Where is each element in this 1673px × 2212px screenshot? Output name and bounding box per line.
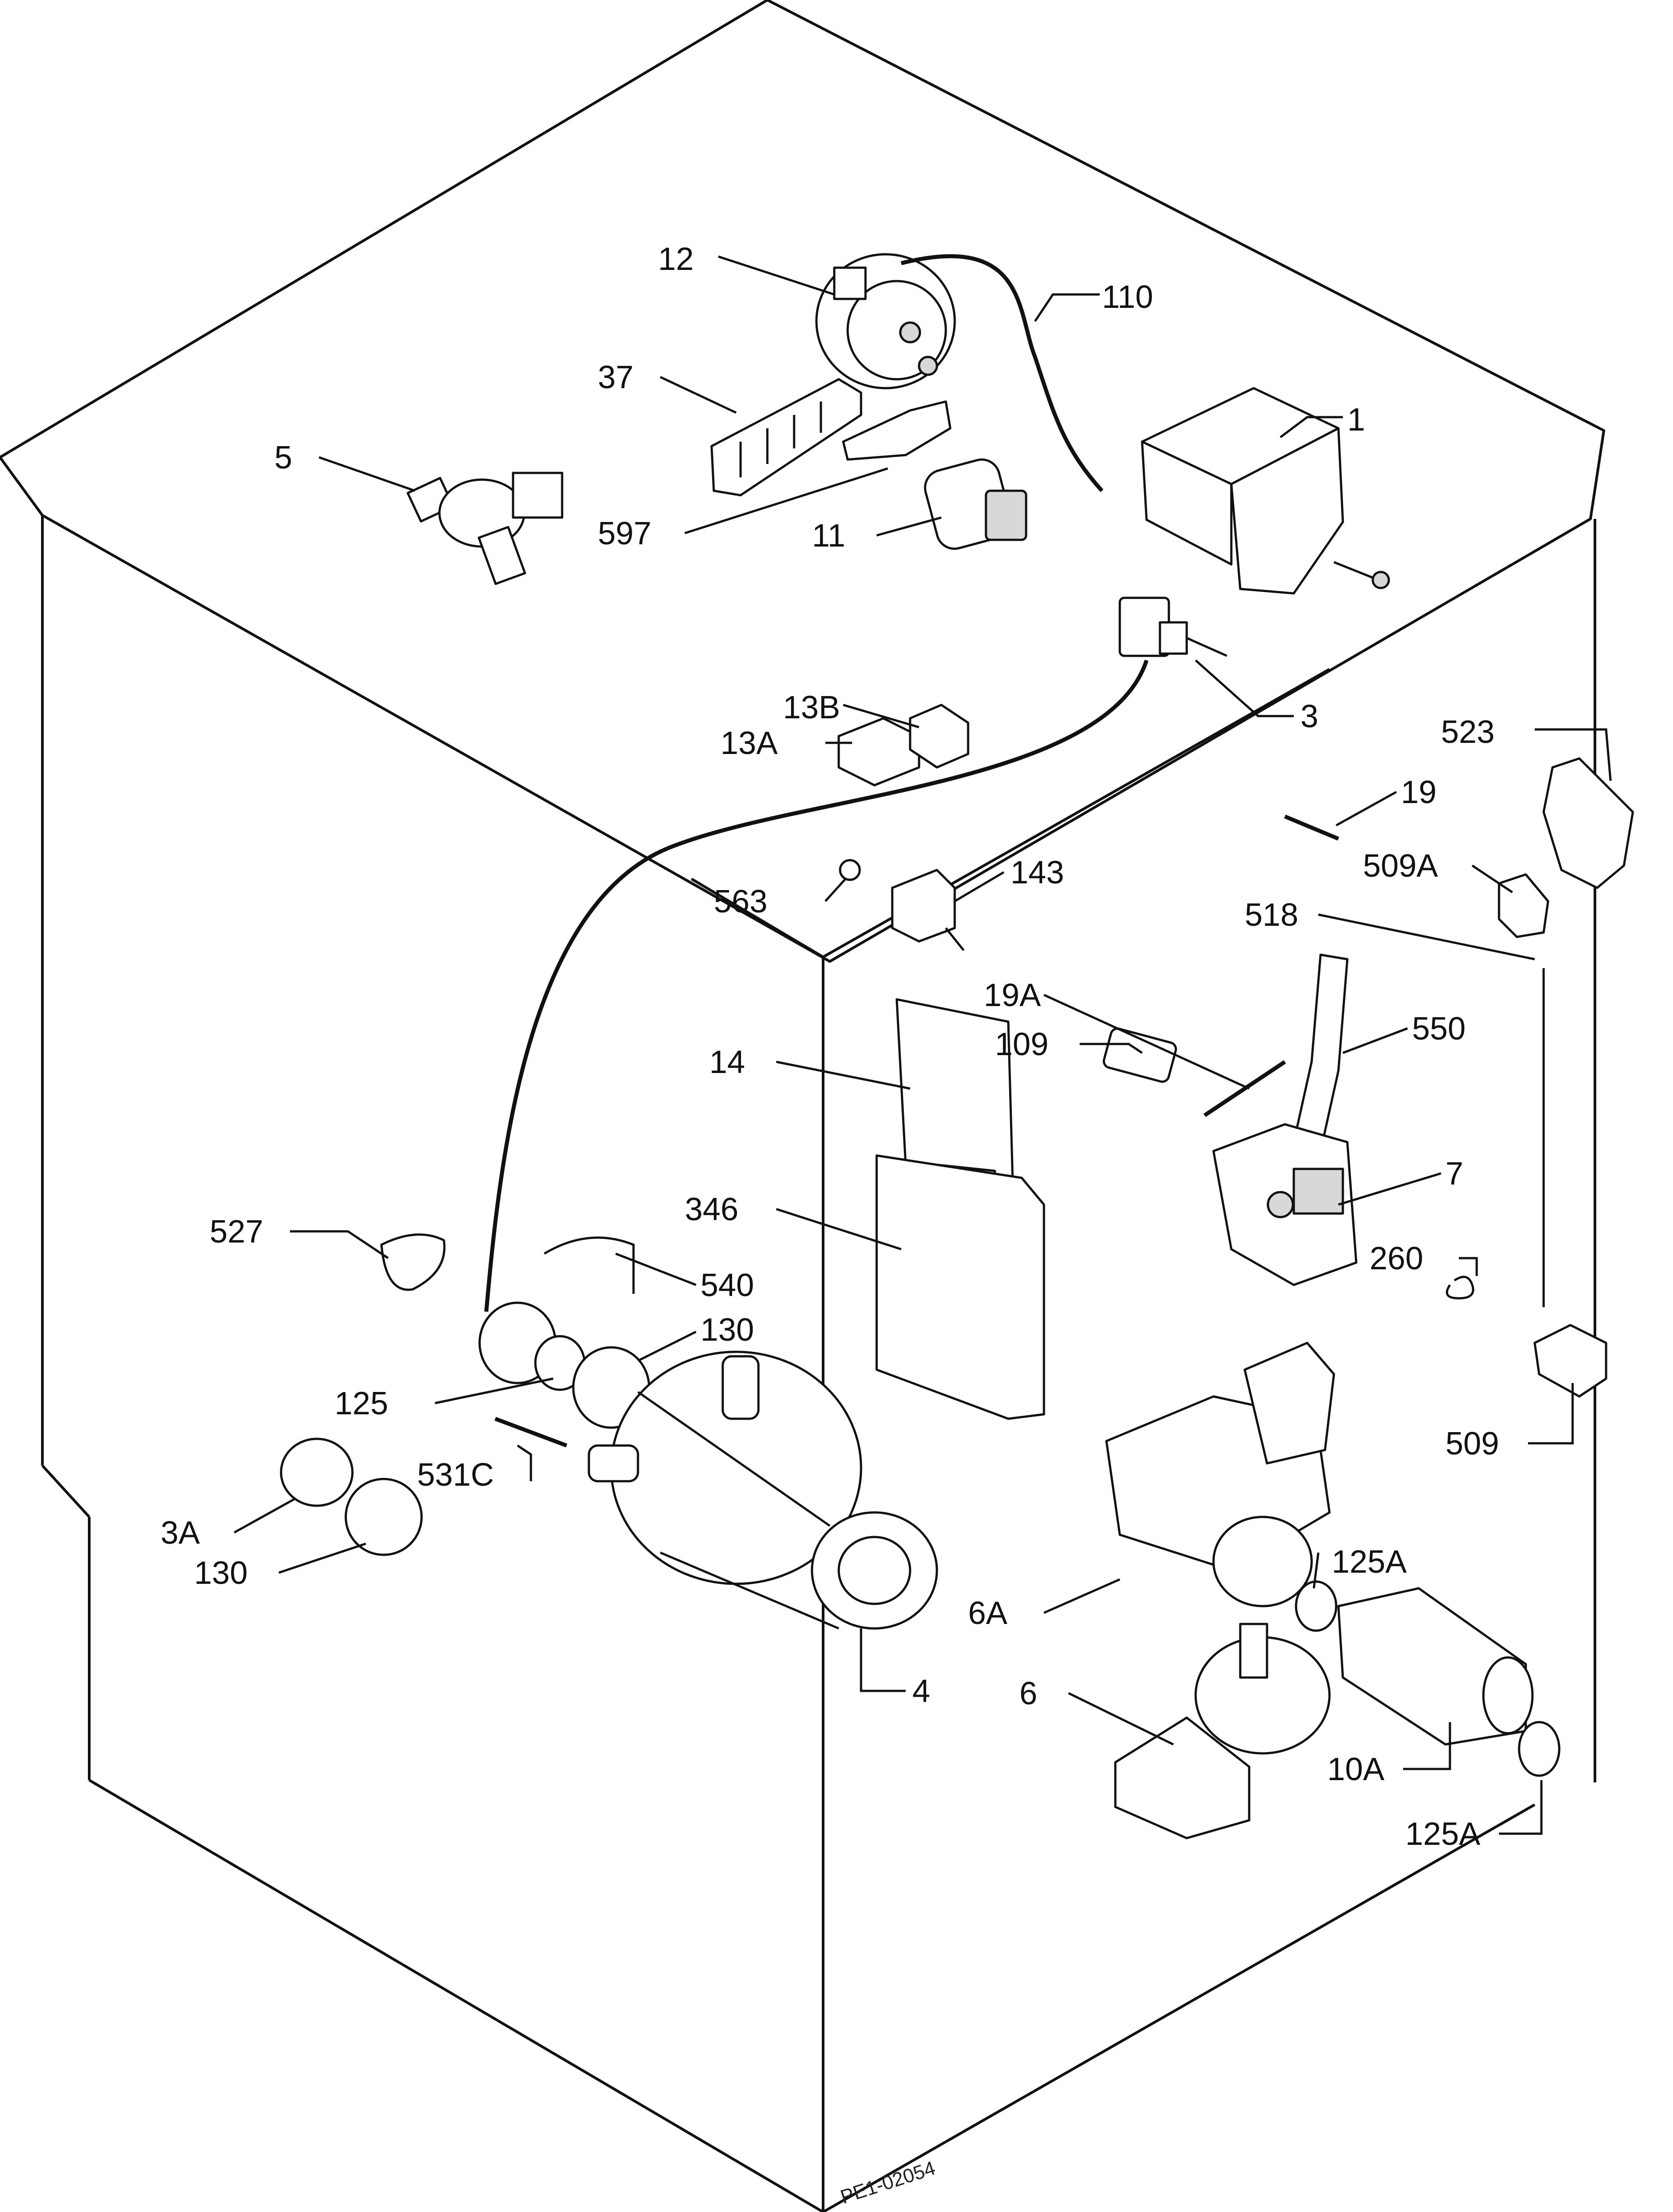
- label-19: 19: [1401, 775, 1437, 810]
- probe-19a: [1203, 1060, 1286, 1117]
- label-6a: 6A: [968, 1595, 1007, 1631]
- label-19a: 19A: [984, 978, 1041, 1013]
- label-143: 143: [1010, 855, 1064, 891]
- seal-125a-upper: [1295, 1580, 1338, 1632]
- valve-6: [1114, 1623, 1331, 1839]
- capacitor-11: [924, 458, 1027, 550]
- switch-143: [891, 869, 965, 951]
- door-lock-7: [1212, 1123, 1358, 1286]
- label-13a: 13A: [721, 725, 778, 761]
- bolt-531c: [494, 1417, 567, 1448]
- connector-13b: [909, 704, 969, 769]
- label-509: 509: [1445, 1426, 1499, 1462]
- lever-550: [1292, 953, 1349, 1152]
- label-518: 518: [1245, 897, 1298, 933]
- connector-13a: [837, 717, 920, 787]
- seal-125a-lower: [1518, 1721, 1561, 1777]
- seal-130-lower: [344, 1478, 423, 1556]
- label-7: 7: [1445, 1156, 1463, 1192]
- terminal-block-37: [710, 378, 862, 497]
- label-110: 110: [1102, 279, 1153, 315]
- hose-110: [900, 254, 1104, 493]
- clamp-540: [543, 1236, 635, 1294]
- label-11: 11: [812, 518, 845, 554]
- label-109: 109: [995, 1027, 1048, 1062]
- pump-6a: [1105, 1342, 1335, 1607]
- bracket-509a: [1498, 873, 1549, 938]
- label-1: 1: [1347, 402, 1365, 438]
- label-125a-upper: 125A: [1332, 1544, 1407, 1580]
- pressure-switch-12: [815, 253, 956, 389]
- sensor-wire: [484, 659, 1149, 1312]
- hose-10a: [1337, 1587, 1534, 1746]
- label-3: 3: [1300, 699, 1318, 734]
- clip-527: [380, 1233, 446, 1291]
- label-523: 523: [1441, 714, 1495, 750]
- timer-module-1: [1141, 387, 1390, 595]
- bracket-509: [1533, 1324, 1607, 1398]
- label-130-lower: 130: [194, 1555, 248, 1591]
- cabinet-outline: [0, 0, 1605, 2212]
- label-5: 5: [274, 440, 292, 476]
- label-3a: 3A: [161, 1515, 200, 1551]
- probe-19: [1284, 814, 1339, 841]
- label-260: 260: [1370, 1241, 1423, 1276]
- label-531c: 531C: [417, 1457, 494, 1493]
- label-4: 4: [912, 1673, 930, 1709]
- pump-motor-4: [588, 1350, 938, 1630]
- label-125a-lower: 125A: [1405, 1816, 1480, 1852]
- label-12: 12: [658, 241, 694, 277]
- part-109: [1102, 1027, 1177, 1083]
- label-130-upper: 130: [700, 1312, 754, 1348]
- drawing-reference: PE1-02054: [838, 2157, 938, 2208]
- label-527: 527: [210, 1214, 263, 1250]
- sensor-3: [1118, 596, 1228, 657]
- label-563: 563: [714, 884, 767, 920]
- bracket-523: [1542, 757, 1634, 889]
- label-597: 597: [598, 516, 651, 551]
- label-540: 540: [700, 1268, 754, 1303]
- label-550: 550: [1412, 1011, 1466, 1047]
- label-125: 125: [335, 1386, 388, 1421]
- label-37: 37: [598, 360, 634, 395]
- label-6: 6: [1019, 1676, 1037, 1711]
- sensor-3a: [280, 1437, 354, 1507]
- callout-labels: 12 110 37 1 5 597 11 3 13B 13A 523 19 50…: [161, 241, 1499, 2208]
- housing-346: [875, 1154, 1045, 1420]
- label-346: 346: [685, 1192, 738, 1227]
- leader-lines: [233, 255, 1612, 1835]
- label-13b: 13B: [783, 690, 840, 725]
- label-10a: 10A: [1327, 1752, 1384, 1787]
- valve-5: [406, 472, 563, 585]
- label-509a: 509A: [1363, 848, 1438, 884]
- label-14: 14: [709, 1044, 745, 1080]
- screw-563: [839, 859, 861, 881]
- clip-597: [842, 400, 952, 461]
- spring-260: [1445, 1276, 1474, 1300]
